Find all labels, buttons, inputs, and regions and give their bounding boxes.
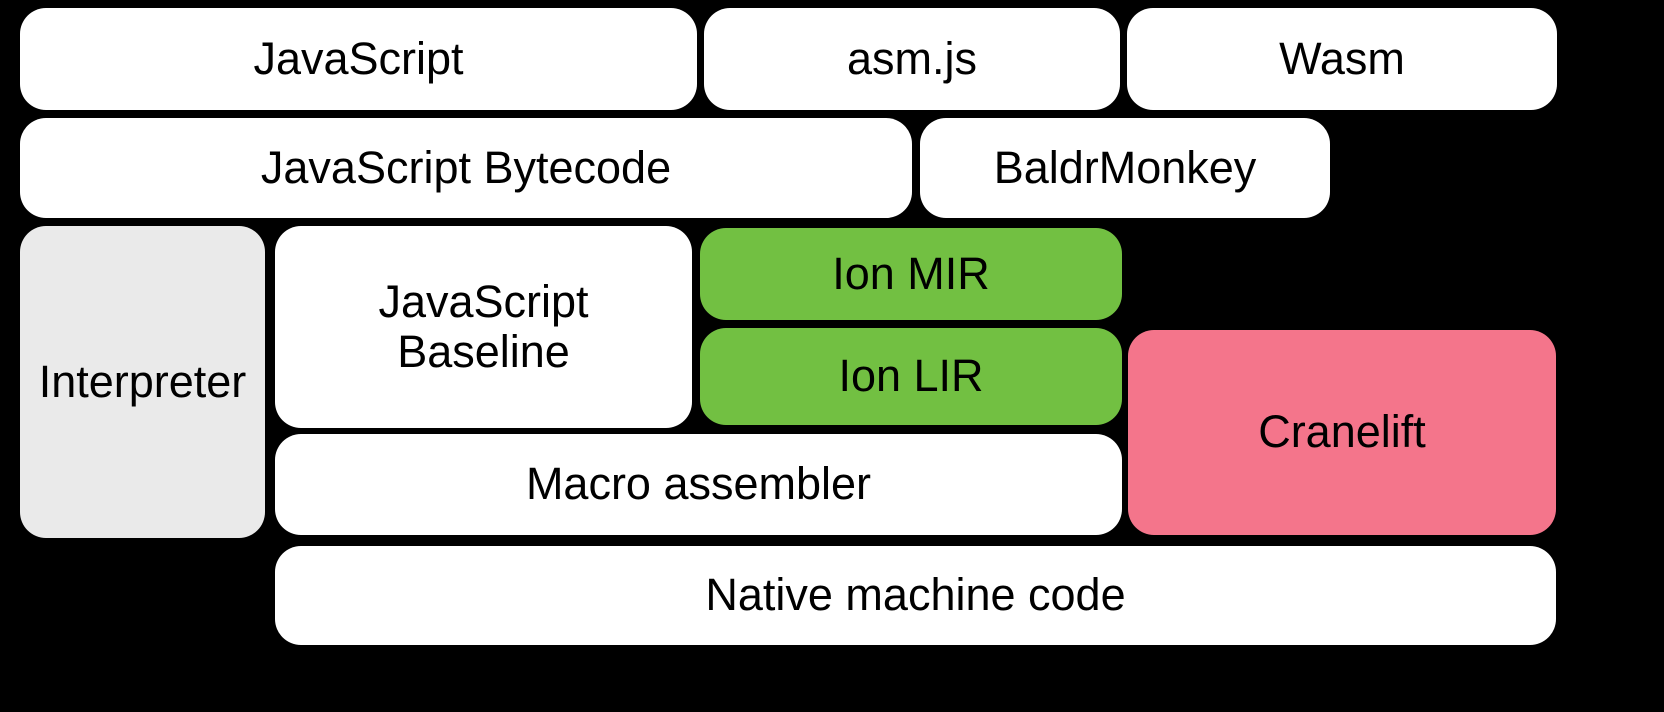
node-label-wasm: Wasm (1279, 32, 1405, 84)
node-label-macro-assembler: Macro assembler (525, 458, 872, 510)
node-macro-assembler: Macro assembler (275, 434, 1122, 535)
node-label-javascript-baseline: JavaScript Baseline (378, 275, 589, 377)
node-label-javascript: JavaScript (253, 32, 464, 84)
node-label-ion-lir: Ion LIR (838, 350, 984, 402)
node-label-asmjs: asm.js (846, 32, 977, 84)
node-ion-lir: Ion LIR (700, 328, 1122, 425)
node-baldrmonkey: BaldrMonkey (920, 118, 1330, 218)
node-javascript: JavaScript (20, 8, 697, 110)
node-label-javascript-bytecode: JavaScript Bytecode (260, 141, 672, 193)
node-wasm: Wasm (1127, 8, 1557, 110)
node-label-cranelift: Cranelift (1258, 406, 1426, 458)
node-javascript-baseline: JavaScript Baseline (275, 226, 692, 428)
node-label-ion-mir: Ion MIR (832, 247, 990, 299)
node-label-baldrmonkey: BaldrMonkey (993, 141, 1257, 193)
node-native-machine-code: Native machine code (275, 546, 1556, 645)
node-javascript-bytecode: JavaScript Bytecode (20, 118, 912, 218)
node-ion-mir: Ion MIR (700, 228, 1122, 320)
node-label-native-machine-code: Native machine code (705, 569, 1126, 621)
node-interpreter: Interpreter (20, 226, 265, 538)
node-label-interpreter: Interpreter (38, 355, 247, 407)
node-asmjs: asm.js (704, 8, 1120, 110)
node-cranelift: Cranelift (1128, 330, 1556, 535)
